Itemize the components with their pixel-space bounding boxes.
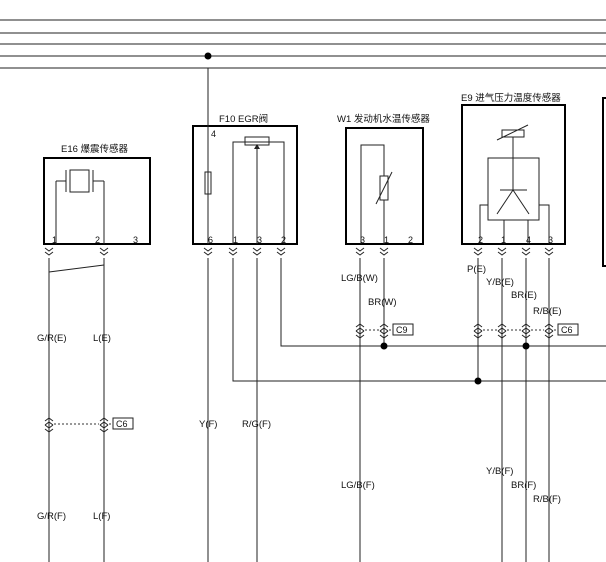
wire-label-yb-f: Y/B(F) <box>486 466 513 477</box>
connector-chevron <box>544 247 554 256</box>
wire-label-rb-e: R/B(E) <box>533 306 562 317</box>
e16-pin-2: 2 <box>95 235 100 245</box>
f10-pin-6: 6 <box>208 235 213 245</box>
wire-label-lgb-w: LG/B(W) <box>341 273 378 284</box>
f10-pin-2: 2 <box>281 235 286 245</box>
connector-chevron <box>44 247 54 256</box>
wire-label-yb-e: Y/B(E) <box>486 277 514 288</box>
e16-pin-3: 3 <box>133 235 138 245</box>
f10-solenoid-resistor <box>204 171 212 195</box>
c6-label: C6 <box>116 419 128 429</box>
wire-label-lgb-f: LG/B(F) <box>341 480 375 491</box>
c9-label: C9 <box>396 325 408 335</box>
component-w1: W1 发动机水温传感器 3 1 2 <box>337 113 430 245</box>
connector-chevron <box>252 247 262 256</box>
connector-chevrons <box>44 247 554 433</box>
component-e16: E16 爆震传感器 1 2 3 <box>43 143 151 245</box>
e9-pin-1: 1 <box>501 235 506 245</box>
f10-pin-4: 4 <box>211 129 216 139</box>
f10-title: F10 EGR阀 <box>219 113 268 125</box>
wire-label-br-w: BR(W) <box>368 297 397 308</box>
connector-chevron <box>355 247 365 256</box>
w1-pin-1: 1 <box>384 235 389 245</box>
wire-label-rg-f: R/G(F) <box>242 419 271 430</box>
connector-c6-right: C6 <box>554 323 579 336</box>
component-e9: E9 进气压力温度传感器 2 1 4 3 <box>461 92 566 245</box>
splice-dot <box>204 52 212 60</box>
e9-pin-3: 3 <box>548 235 553 245</box>
f10-box <box>192 125 298 245</box>
w1-pin-2: 2 <box>408 235 413 245</box>
e16-title: E16 爆震传感器 <box>61 143 129 155</box>
e16-box <box>43 157 151 245</box>
splice-dot <box>474 377 482 385</box>
connector-chevron <box>99 247 109 256</box>
c6-label: C6 <box>561 325 573 335</box>
bus-lines <box>0 19 606 69</box>
w1-pin-3: 3 <box>360 235 365 245</box>
wires <box>48 258 606 562</box>
wire-label-gr-f: G/R(F) <box>37 511 66 522</box>
wire-label-rb-f: R/B(F) <box>533 494 561 505</box>
splice-dot <box>522 342 530 350</box>
e9-title: E9 进气压力温度传感器 <box>461 92 561 104</box>
splice-dot <box>380 342 388 350</box>
connector-c6-left: C6 <box>109 417 134 430</box>
e9-pin-4: 4 <box>526 235 531 245</box>
connector-chevron <box>379 247 389 256</box>
wire-label-br-f: BR(F) <box>511 480 536 491</box>
e16-pin-1: 1 <box>52 235 57 245</box>
f10-pin-1: 1 <box>233 235 238 245</box>
w1-title: W1 发动机水温传感器 <box>337 113 430 125</box>
connector-chevron <box>473 247 483 256</box>
f10-potentiometer <box>244 136 270 146</box>
partial-component-edge <box>602 97 606 267</box>
f10-pin-3: 3 <box>257 235 262 245</box>
wire-label-gr-e: G/R(E) <box>37 333 67 344</box>
wire-label-l-e: L(E) <box>93 333 111 344</box>
connector-chevron <box>276 247 286 256</box>
wire-label-br-e: BR(E) <box>511 290 537 301</box>
component-f10: F10 EGR阀 4 6 1 3 2 <box>192 68 298 245</box>
e9-box <box>461 104 566 245</box>
wire-label-l-f: L(F) <box>93 511 110 522</box>
connector-chevron <box>521 247 531 256</box>
e16-shield-line <box>48 264 105 273</box>
wire-labels: G/R(E) L(E) G/R(F) L(F) Y(F) R/G(F) LG/B… <box>37 264 562 522</box>
e9-pin-2: 2 <box>478 235 483 245</box>
connector-chevron <box>497 247 507 256</box>
piezo-symbol <box>55 169 105 244</box>
connector-chevron <box>228 247 238 256</box>
connector-chevron <box>203 247 213 256</box>
wire-label-p-e: P(E) <box>467 264 486 275</box>
connector-c9: C9 <box>389 323 414 336</box>
wire-label-y-f: Y(F) <box>199 419 217 430</box>
